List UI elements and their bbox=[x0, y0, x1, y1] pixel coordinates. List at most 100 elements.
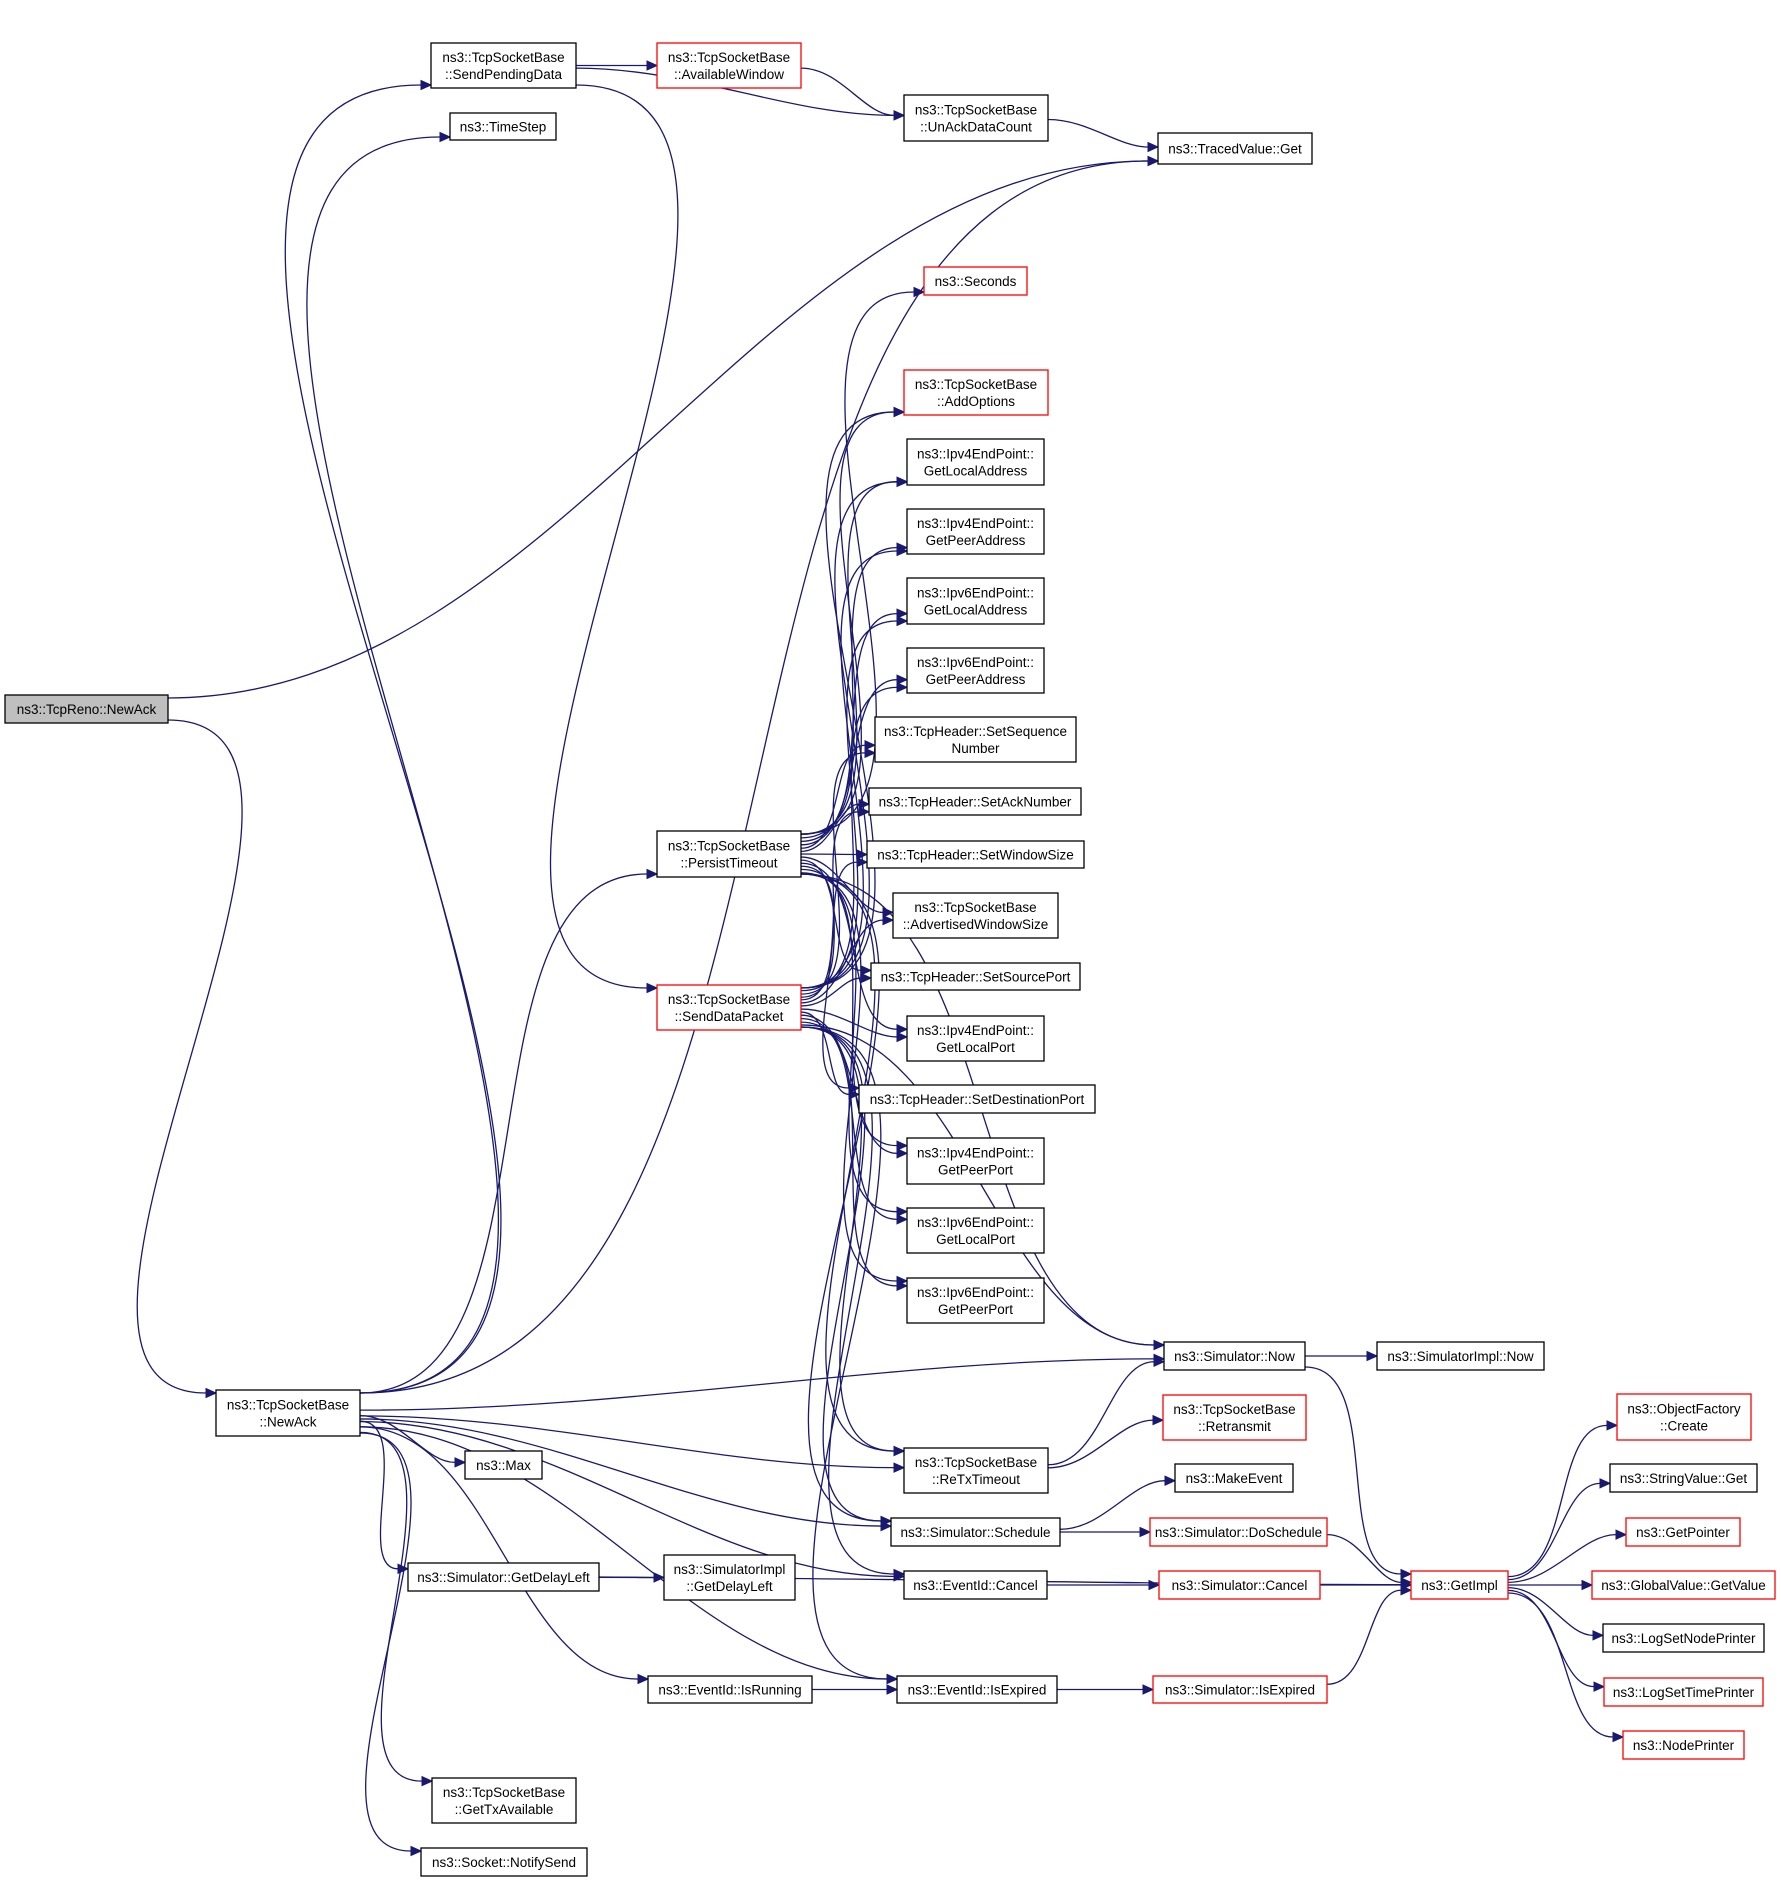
arrowhead-icon bbox=[1153, 1339, 1166, 1351]
node-set-win[interactable]: ns3::TcpHeader::SetWindowSize bbox=[866, 840, 1085, 869]
node-retransmit[interactable]: ns3::TcpSocketBase::Retransmit bbox=[1162, 1394, 1307, 1441]
arrowhead-icon bbox=[896, 674, 909, 685]
node-seconds[interactable]: ns3::Seconds bbox=[923, 266, 1028, 296]
node-label: ns3::ObjectFactory bbox=[1627, 1402, 1741, 1417]
edge-tsb-newack-to-get-tx-avail bbox=[359, 1431, 423, 1782]
node-ipv6-local-port[interactable]: ns3::Ipv6EndPoint::GetLocalPort bbox=[906, 1207, 1045, 1254]
node-tsb-newack[interactable]: ns3::TcpSocketBase::NewAck bbox=[215, 1389, 361, 1437]
node-ipv6-peer-addr[interactable]: ns3::Ipv6EndPoint::GetPeerAddress bbox=[906, 647, 1045, 694]
node-label: ns3::TcpSocketBase bbox=[668, 839, 790, 854]
node-simimpl-now[interactable]: ns3::SimulatorImpl::Now bbox=[1376, 1341, 1545, 1371]
arrowhead-icon bbox=[856, 856, 869, 868]
node-string-value-get[interactable]: ns3::StringValue::Get bbox=[1609, 1463, 1758, 1493]
arrowhead-icon bbox=[860, 972, 873, 984]
node-box bbox=[906, 577, 1045, 625]
node-label: GetPeerPort bbox=[938, 1302, 1013, 1317]
node-notify-send[interactable]: ns3::Socket::NotifySend bbox=[420, 1847, 588, 1877]
edge-tsb-newack-to-notify-send bbox=[359, 1432, 412, 1852]
node-box bbox=[870, 962, 1081, 991]
node-log-node-printer[interactable]: ns3::LogSetNodePrinter bbox=[1602, 1623, 1765, 1653]
arrowhead-icon bbox=[896, 1024, 909, 1035]
arrowhead-icon bbox=[896, 1214, 909, 1225]
node-label: ::AvailableWindow bbox=[674, 67, 784, 82]
node-sim-now[interactable]: ns3::Simulator::Now bbox=[1163, 1341, 1306, 1371]
edge-send-data-packet-to-set-seq bbox=[800, 752, 866, 995]
arrowhead-icon bbox=[896, 476, 909, 488]
node-box bbox=[1149, 1517, 1328, 1547]
node-get-tx-avail[interactable]: ns3::TcpSocketBase::GetTxAvailable bbox=[431, 1777, 577, 1824]
node-send-pending[interactable]: ns3::TcpSocketBase::SendPendingData bbox=[430, 42, 577, 89]
arrowhead-icon bbox=[893, 1445, 906, 1457]
arrowhead-icon bbox=[637, 1673, 650, 1685]
node-persist[interactable]: ns3::TcpSocketBase::PersistTimeout bbox=[656, 830, 802, 878]
node-ipv4-local-addr[interactable]: ns3::Ipv4EndPoint::GetLocalAddress bbox=[906, 438, 1045, 486]
node-set-src-port[interactable]: ns3::TcpHeader::SetSourcePort bbox=[870, 962, 1081, 991]
node-ipv6-local-addr[interactable]: ns3::Ipv6EndPoint::GetLocalAddress bbox=[906, 577, 1045, 625]
node-node-printer[interactable]: ns3::NodePrinter bbox=[1622, 1730, 1745, 1760]
node-schedule[interactable]: ns3::Simulator::Schedule bbox=[890, 1517, 1061, 1547]
node-box bbox=[656, 984, 802, 1031]
node-label: ns3::LogSetNodePrinter bbox=[1611, 1631, 1756, 1646]
node-label: ::SendDataPacket bbox=[675, 1009, 784, 1024]
node-add-options[interactable]: ns3::TcpSocketBase::AddOptions bbox=[903, 369, 1049, 416]
node-traced-get[interactable]: ns3::TracedValue::Get bbox=[1157, 132, 1313, 165]
edge-persist-to-retx-timeout bbox=[800, 873, 895, 1452]
node-sim-cancel[interactable]: ns3::Simulator::Cancel bbox=[1158, 1570, 1321, 1600]
node-reno-newack[interactable]: ns3::TcpReno::NewAck bbox=[4, 694, 169, 724]
edge-reno-newack-to-traced-get bbox=[167, 160, 1149, 699]
node-ipv4-peer-port[interactable]: ns3::Ipv4EndPoint::GetPeerPort bbox=[906, 1137, 1045, 1185]
node-timestep[interactable]: ns3::TimeStep bbox=[449, 112, 557, 141]
node-box bbox=[1158, 1570, 1321, 1600]
node-get-pointer[interactable]: ns3::GetPointer bbox=[1625, 1517, 1741, 1547]
arrowhead-icon bbox=[646, 868, 659, 880]
node-make-event[interactable]: ns3::MakeEvent bbox=[1174, 1463, 1294, 1493]
node-label: ns3::NodePrinter bbox=[1633, 1738, 1735, 1753]
node-label: ns3::TcpReno::NewAck bbox=[17, 702, 157, 717]
node-is-running[interactable]: ns3::EventId::IsRunning bbox=[647, 1675, 813, 1704]
node-label: ns3::Ipv4EndPoint:: bbox=[917, 447, 1034, 462]
node-avail-window[interactable]: ns3::TcpSocketBase::AvailableWindow bbox=[656, 42, 802, 89]
edge-tsb-newack-to-eventid-cancel bbox=[359, 1420, 895, 1578]
node-box bbox=[407, 1562, 600, 1592]
node-get-delay-left[interactable]: ns3::Simulator::GetDelayLeft bbox=[407, 1562, 600, 1592]
node-ipv4-local-port[interactable]: ns3::Ipv4EndPoint::GetLocalPort bbox=[906, 1015, 1045, 1062]
node-unack[interactable]: ns3::TcpSocketBase::UnAckDataCount bbox=[903, 94, 1049, 142]
arrowhead-icon bbox=[886, 1673, 899, 1685]
node-simimpl-delay-left[interactable]: ns3::SimulatorImpl::GetDelayLeft bbox=[663, 1554, 796, 1601]
node-box bbox=[868, 787, 1082, 816]
edge-tsb-newack-to-traced-get bbox=[359, 160, 1149, 1394]
edge-send-data-packet-to-ipv6-peer-port bbox=[800, 1021, 898, 1287]
node-eventid-cancel[interactable]: ns3::EventId::Cancel bbox=[903, 1570, 1048, 1600]
node-set-dst-port[interactable]: ns3::TcpHeader::SetDestinationPort bbox=[858, 1084, 1096, 1114]
node-max[interactable]: ns3::Max bbox=[464, 1450, 543, 1480]
arrowhead-icon bbox=[646, 60, 659, 71]
node-eventid-expired[interactable]: ns3::EventId::IsExpired bbox=[896, 1675, 1058, 1704]
node-label: ns3::TcpHeader::SetAckNumber bbox=[879, 795, 1072, 810]
node-sim-expired[interactable]: ns3::Simulator::IsExpired bbox=[1152, 1675, 1328, 1704]
node-label: ns3::TcpSocketBase bbox=[914, 900, 1036, 915]
node-ipv4-peer-addr[interactable]: ns3::Ipv4EndPoint::GetPeerAddress bbox=[906, 508, 1045, 555]
arrowhead-icon bbox=[1142, 1684, 1155, 1695]
node-adv-win[interactable]: ns3::TcpSocketBase::AdvertisedWindowSize bbox=[892, 892, 1059, 939]
node-obj-factory-create[interactable]: ns3::ObjectFactory::Create bbox=[1616, 1393, 1752, 1441]
node-send-data-packet[interactable]: ns3::TcpSocketBase::SendDataPacket bbox=[656, 984, 802, 1031]
node-global-value-get[interactable]: ns3::GlobalValue::GetValue bbox=[1591, 1570, 1776, 1600]
node-label: ns3::Socket::NotifySend bbox=[432, 1855, 576, 1870]
node-box bbox=[1616, 1393, 1752, 1441]
edge-send-data-packet-to-sim-now bbox=[800, 1024, 1155, 1346]
node-box bbox=[647, 1675, 813, 1704]
edge-send-data-packet-to-adv-win bbox=[800, 919, 884, 1004]
node-label: ns3::EventId::IsExpired bbox=[908, 1683, 1047, 1698]
node-get-impl[interactable]: ns3::GetImpl bbox=[1410, 1570, 1509, 1600]
node-log-time-printer[interactable]: ns3::LogSetTimePrinter bbox=[1603, 1677, 1764, 1707]
node-set-ack[interactable]: ns3::TcpHeader::SetAckNumber bbox=[868, 787, 1082, 816]
node-label: GetLocalPort bbox=[936, 1040, 1015, 1055]
edge-schedule-to-make-event bbox=[1059, 1480, 1166, 1530]
nodes-layer: ns3::TcpReno::NewAckns3::TcpSocketBase::… bbox=[4, 42, 1776, 1877]
node-ipv6-peer-port[interactable]: ns3::Ipv6EndPoint::GetPeerPort bbox=[906, 1277, 1045, 1324]
arrowhead-icon bbox=[1612, 1731, 1625, 1743]
node-do-schedule[interactable]: ns3::Simulator::DoSchedule bbox=[1149, 1517, 1328, 1547]
node-retx-timeout[interactable]: ns3::TcpSocketBase::ReTxTimeout bbox=[903, 1447, 1049, 1494]
